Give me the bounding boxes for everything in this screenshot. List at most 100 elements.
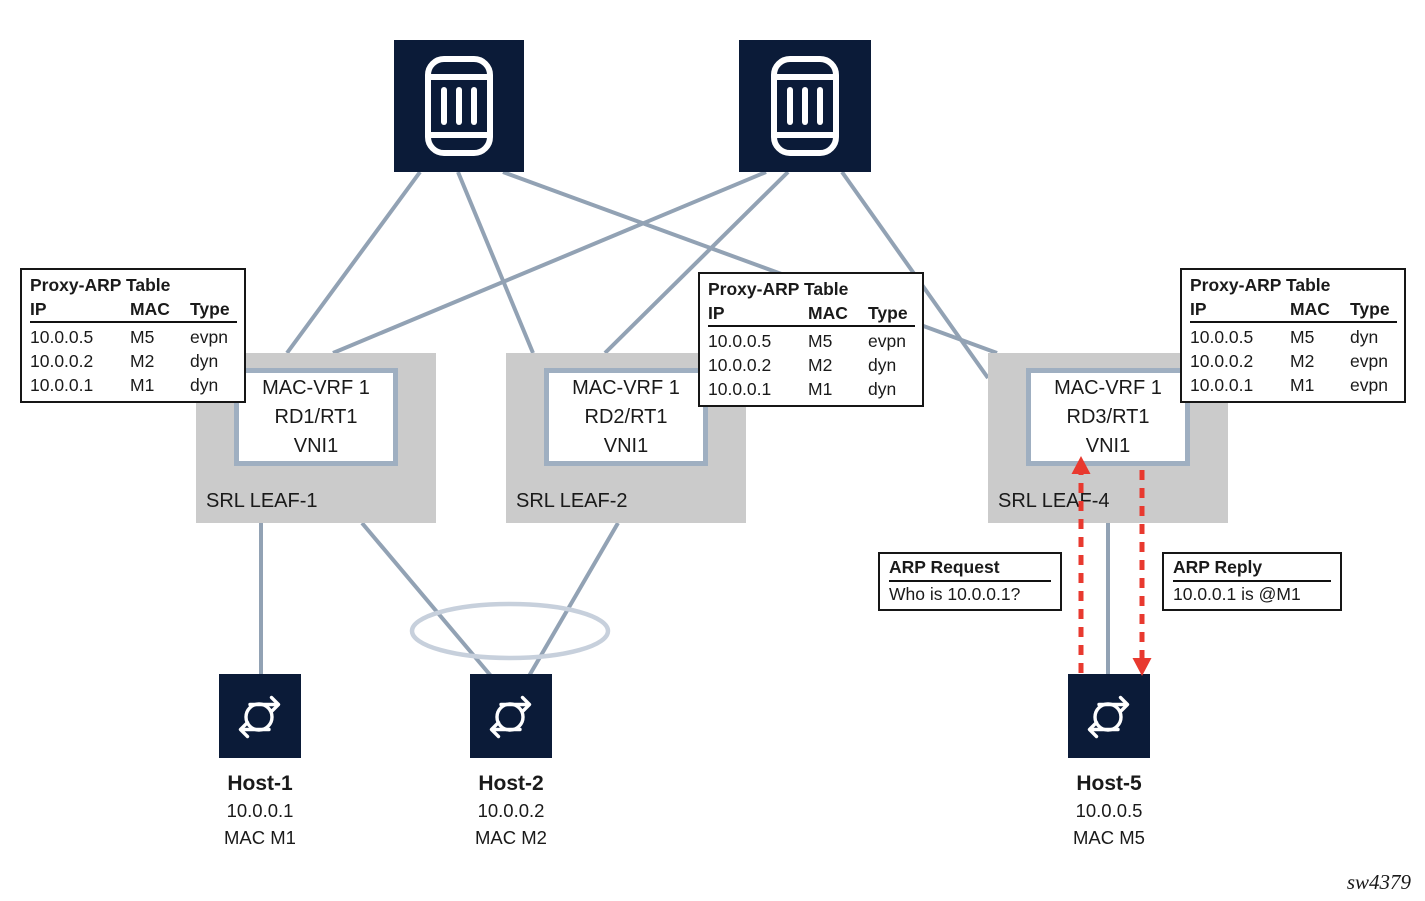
col-header-mac: MAC	[808, 303, 848, 323]
host-name: Host-1	[227, 772, 293, 795]
spine-switch-icon	[771, 56, 839, 156]
col-header-ip: IP	[1190, 299, 1207, 319]
vrf-rd-rt: RD2/RT1	[584, 405, 668, 428]
host-mac: MAC M2	[475, 827, 547, 848]
host-traffic-icon	[238, 695, 281, 739]
cell-mac: M1	[808, 379, 833, 399]
leaf-label: SRL LEAF-1	[206, 490, 318, 512]
host-name: Host-2	[478, 772, 544, 795]
host-name: Host-5	[1076, 772, 1142, 795]
host-ip: 10.0.0.2	[477, 800, 545, 821]
vrf-vni: VNI1	[603, 434, 649, 457]
host-traffic-icon	[489, 695, 532, 739]
table-row: 10.0.0.2 M2 dyn	[22, 349, 244, 373]
col-header-type: Type	[868, 303, 908, 323]
leaf-label: SRL LEAF-2	[516, 490, 628, 512]
mac-vrf-box: MAC-VRF 1 RD2/RT1 VNI1	[544, 368, 708, 466]
spine-switch-node-1	[394, 40, 524, 172]
table-row: 10.0.0.5 M5 dyn	[1182, 325, 1404, 349]
col-header-type: Type	[190, 299, 230, 319]
host-node-2	[470, 674, 552, 758]
mac-vrf-box: MAC-VRF 1 RD1/RT1 VNI1	[234, 368, 398, 466]
host-5-label: Host-5 10.0.0.5 MAC M5	[1009, 770, 1209, 851]
cell-ip: 10.0.0.1	[1190, 375, 1254, 395]
host-ip: 10.0.0.1	[226, 800, 294, 821]
host-ip: 10.0.0.5	[1075, 800, 1143, 821]
lag-ellipse	[409, 601, 611, 661]
arp-reply-callout: ARP Reply 10.0.0.1 is @M1	[1162, 552, 1342, 611]
cell-mac: M2	[130, 351, 155, 371]
col-header-type: Type	[1350, 299, 1390, 319]
vrf-name: MAC-VRF 1	[572, 376, 680, 399]
cell-type: dyn	[190, 351, 219, 371]
vrf-name: MAC-VRF 1	[1054, 376, 1162, 399]
proxy-arp-table-leaf-2: Proxy-ARP Table IP MAC Type 10.0.0.5 M5 …	[698, 272, 924, 407]
host-mac: MAC M1	[224, 827, 296, 848]
host-traffic-icon	[1087, 695, 1130, 739]
cell-type: dyn	[868, 355, 897, 375]
arp-reply-title: ARP Reply	[1173, 556, 1331, 582]
host-1-label: Host-1 10.0.0.1 MAC M1	[160, 770, 360, 851]
proxy-arp-table-header: IP MAC Type	[708, 301, 915, 327]
cell-type: evpn	[868, 331, 906, 351]
arp-request-callout: ARP Request Who is 10.0.0.1?	[878, 552, 1062, 611]
proxy-arp-table-leaf-1: Proxy-ARP Table IP MAC Type 10.0.0.5 M5 …	[20, 268, 246, 403]
proxy-arp-table-header: IP MAC Type	[30, 297, 237, 323]
cell-ip: 10.0.0.1	[708, 379, 772, 399]
leaf1-host2-link	[360, 521, 493, 678]
cell-ip: 10.0.0.5	[1190, 327, 1254, 347]
cell-mac: M1	[1290, 375, 1315, 395]
mac-vrf-box: MAC-VRF 1 RD3/RT1 VNI1	[1026, 368, 1190, 466]
proxy-arp-table-title: Proxy-ARP Table	[1190, 275, 1331, 295]
cell-mac: M2	[808, 355, 833, 375]
table-row: 10.0.0.1 M1 evpn	[1182, 373, 1404, 397]
proxy-arp-table-title: Proxy-ARP Table	[708, 279, 849, 299]
cell-mac: M5	[808, 331, 833, 351]
arp-reply-text: 10.0.0.1 is @M1	[1173, 584, 1301, 604]
cell-mac: M1	[130, 375, 155, 395]
cell-type: evpn	[190, 327, 228, 347]
col-header-mac: MAC	[130, 299, 170, 319]
proxy-arp-table-leaf-4: Proxy-ARP Table IP MAC Type 10.0.0.5 M5 …	[1180, 268, 1406, 403]
host-2-label: Host-2 10.0.0.2 MAC M2	[411, 770, 611, 851]
cell-type: evpn	[1350, 351, 1388, 371]
table-row: 10.0.0.2 M2 evpn	[1182, 349, 1404, 373]
cell-ip: 10.0.0.2	[708, 355, 772, 375]
proxy-arp-table-header: IP MAC Type	[1190, 297, 1397, 323]
cell-type: dyn	[1350, 327, 1379, 347]
table-row: 10.0.0.1 M1 dyn	[22, 373, 244, 397]
vrf-vni: VNI1	[293, 434, 339, 457]
spine1-leaf1-link	[285, 170, 422, 355]
spine-switch-icon	[425, 56, 493, 156]
arp-request-title: ARP Request	[889, 556, 1051, 582]
table-row: 10.0.0.5 M5 evpn	[700, 329, 922, 353]
vrf-name: MAC-VRF 1	[262, 376, 370, 399]
host-node-1	[219, 674, 301, 758]
cell-type: dyn	[190, 375, 219, 395]
arp-request-text: Who is 10.0.0.1?	[889, 584, 1021, 604]
vrf-rd-rt: RD1/RT1	[274, 405, 358, 428]
cell-ip: 10.0.0.5	[708, 331, 772, 351]
table-row: 10.0.0.5 M5 evpn	[22, 325, 244, 349]
cell-mac: M5	[1290, 327, 1315, 347]
spine2-leaf1-link	[332, 170, 767, 355]
col-header-mac: MAC	[1290, 299, 1330, 319]
table-row: 10.0.0.2 M2 dyn	[700, 353, 922, 377]
watermark: sw4379	[1346, 870, 1411, 894]
cell-ip: 10.0.0.2	[30, 351, 94, 371]
vrf-vni: VNI1	[1085, 434, 1131, 457]
cell-mac: M5	[130, 327, 155, 347]
col-header-ip: IP	[30, 299, 47, 319]
table-row: 10.0.0.1 M1 dyn	[700, 377, 922, 401]
proxy-arp-table-title: Proxy-ARP Table	[30, 275, 171, 295]
cell-ip: 10.0.0.1	[30, 375, 94, 395]
col-header-ip: IP	[708, 303, 725, 323]
spine2-leaf2-link	[603, 170, 790, 355]
vrf-rd-rt: RD3/RT1	[1066, 405, 1150, 428]
cell-type: dyn	[868, 379, 897, 399]
host-node-5	[1068, 674, 1150, 758]
cell-type: evpn	[1350, 375, 1388, 395]
spine-switch-node-2	[739, 40, 871, 172]
leaf-label: SRL LEAF-4	[998, 490, 1110, 512]
